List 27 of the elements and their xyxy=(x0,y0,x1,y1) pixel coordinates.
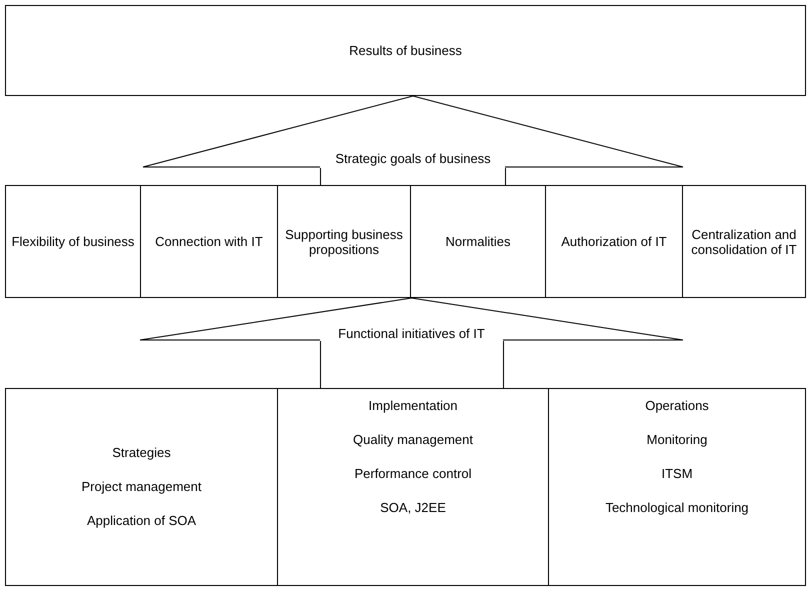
panel-item: Implementation xyxy=(368,397,458,415)
panel-item: Application of SOA xyxy=(86,512,196,530)
panel-item: Operations xyxy=(645,397,709,415)
panel-item: Monitoring xyxy=(646,431,708,449)
text-box: Centralization and consolidation of IT xyxy=(682,185,806,298)
connector-line xyxy=(320,340,321,388)
panel-item: Strategies xyxy=(112,444,171,462)
connector-line xyxy=(503,340,504,388)
triangle-label: Functional initiatives of IT xyxy=(338,326,485,341)
text-box: Flexibility of business xyxy=(5,185,141,298)
triangle-label: Strategic goals of business xyxy=(335,151,491,166)
text-box: Normalities xyxy=(410,185,546,298)
connector-line xyxy=(505,168,506,186)
text-box: Supporting business propositions xyxy=(277,185,411,298)
panel-item: Quality management xyxy=(353,431,473,449)
connector-line xyxy=(320,168,321,186)
text-box: Connection with IT xyxy=(140,185,278,298)
panel-item: Technological monitoring xyxy=(605,499,749,517)
panel-item: Project management xyxy=(82,478,202,496)
text-box: Results of business xyxy=(5,5,806,96)
panel-item: Performance control xyxy=(354,465,472,483)
panel-item: SOA, J2EE xyxy=(380,499,446,517)
text-box: Authorization of IT xyxy=(545,185,683,298)
panel xyxy=(548,388,806,586)
panel-item: ITSM xyxy=(661,465,693,483)
panel xyxy=(277,388,549,586)
panel xyxy=(5,388,278,586)
